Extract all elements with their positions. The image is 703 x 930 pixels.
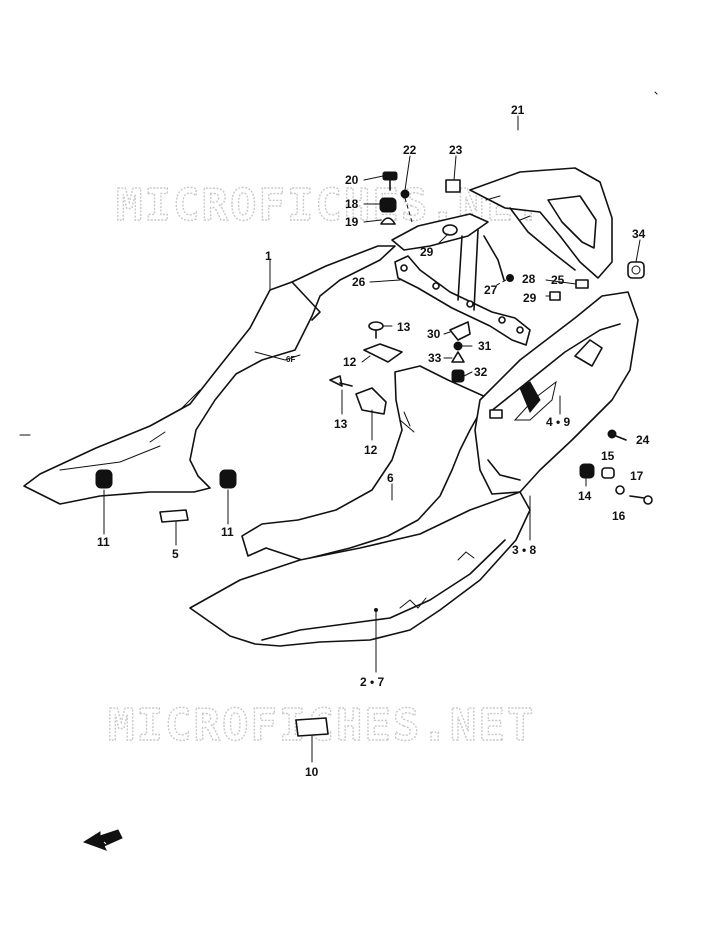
- callout-20: 20: [345, 173, 359, 187]
- callout-28: 28: [522, 272, 536, 286]
- callout-16: 16: [612, 509, 626, 523]
- callout-27: 27: [484, 283, 498, 297]
- collar-part-15: [601, 467, 615, 479]
- callout-29-b: 29: [523, 291, 537, 305]
- screw-part-28: [494, 274, 514, 287]
- front-arrow-icon: [82, 829, 123, 851]
- callout-23: 23: [449, 143, 463, 157]
- grommet-part-11a: [95, 469, 113, 489]
- mount-part-30: [449, 321, 471, 341]
- callout-15: 15: [601, 449, 615, 463]
- scan-mark: [654, 91, 658, 95]
- bolt-part-20: [382, 171, 398, 191]
- bolt-part-17: [629, 495, 653, 505]
- callout-33: 33: [428, 351, 442, 365]
- callout-11: 11: [97, 535, 110, 549]
- grommet-part-29b: [549, 291, 561, 301]
- callout-31: 31: [478, 339, 492, 353]
- callout-21: 21: [511, 103, 525, 117]
- callout-24: 24: [636, 433, 650, 447]
- screw-part-13b: [329, 375, 353, 387]
- callout-1: 1: [265, 249, 272, 263]
- plate-part-12b: [355, 387, 387, 415]
- damper-part-32: [451, 369, 465, 383]
- callout-19: 19: [345, 215, 359, 229]
- callout-25: 25: [551, 273, 565, 287]
- washer-part-33: [451, 351, 465, 363]
- callout-5: 5: [172, 547, 179, 561]
- callout-3-8: 3 • 8: [512, 543, 537, 557]
- cushion-part-18: [379, 197, 397, 213]
- leader-lines: [103, 115, 641, 763]
- pad-part-5: [159, 509, 189, 523]
- callout-12-b: 12: [364, 443, 378, 457]
- washer-part-16: [615, 485, 625, 495]
- tail-cowl-part: [189, 491, 531, 647]
- clip-part-25: [575, 279, 589, 289]
- callout-12: 12: [343, 355, 357, 369]
- callout-2-7: 2 • 7: [360, 675, 385, 689]
- callout-30: 30: [427, 327, 441, 341]
- grommet-part-29: [442, 224, 458, 236]
- callout-labels: 21 22 23 20 18 19 34 1 29 28 27 26 25 29…: [97, 103, 650, 779]
- callout-11-b: 11: [221, 525, 234, 539]
- screw-part-13: [368, 321, 384, 339]
- frame-bracket-part: [391, 213, 531, 346]
- grommet-part-11b: [219, 469, 237, 489]
- right-side-cover-part: [474, 291, 639, 495]
- scan-mark: 6F: [286, 355, 295, 364]
- plate-part-12: [363, 343, 403, 363]
- callout-4-9: 4 • 9: [546, 415, 571, 429]
- callout-29: 29: [420, 245, 434, 259]
- callout-13: 13: [397, 320, 411, 334]
- callout-13-b: 13: [334, 417, 348, 431]
- callout-26: 26: [352, 275, 366, 289]
- nut-part-34: [627, 261, 645, 279]
- left-side-cover-part: 6F: [23, 245, 396, 505]
- callout-18: 18: [345, 197, 359, 211]
- callout-17: 17: [630, 469, 644, 483]
- callout-10: 10: [305, 765, 319, 779]
- bolt-part-24: [607, 429, 627, 441]
- nut-part-31: [453, 341, 463, 351]
- callout-14: 14: [578, 489, 592, 503]
- tail-bracket-part: [469, 167, 613, 279]
- callout-6: 6: [387, 471, 394, 485]
- collar-part-19: [380, 217, 396, 225]
- pad-part-10: [295, 717, 329, 737]
- callout-22: 22: [403, 143, 417, 157]
- callout-34: 34: [632, 227, 646, 241]
- grommet-part-14: [579, 463, 595, 479]
- nut-part-23: [445, 179, 461, 193]
- callout-32: 32: [474, 365, 488, 379]
